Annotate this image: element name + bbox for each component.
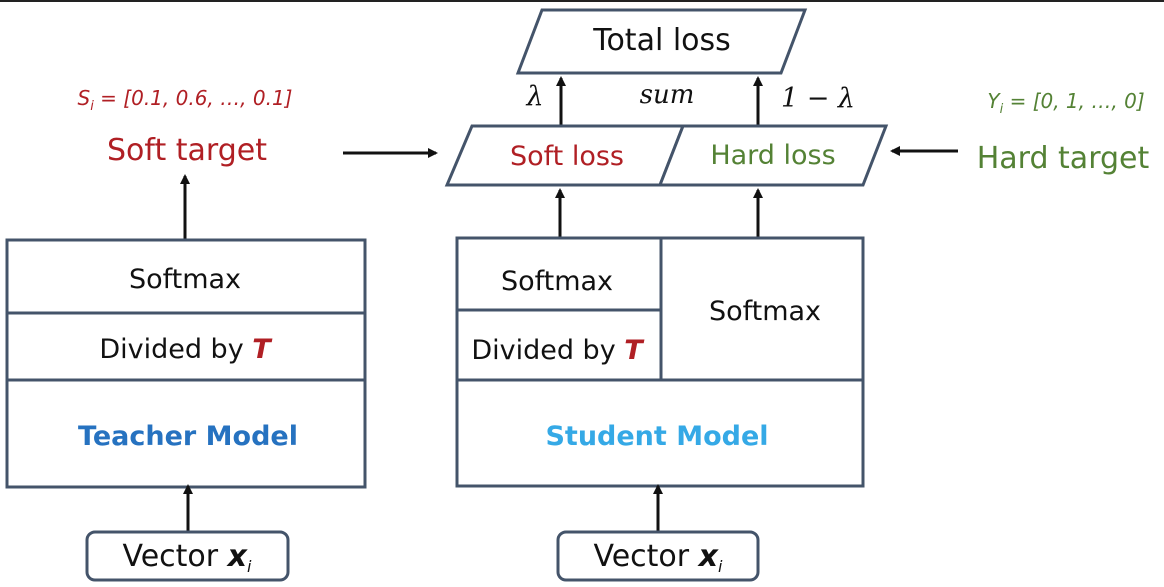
hard-loss-label: Hard loss <box>710 140 835 171</box>
soft-target-label: Soft target <box>107 133 267 168</box>
teacher-divide-box <box>5 311 367 382</box>
student-softmax-left-label: Softmax <box>501 266 613 297</box>
total-loss-box <box>515 8 808 75</box>
hard-target-formula: Yi = [0, 1, …, 0] <box>987 89 1144 117</box>
student-model-box <box>455 378 865 488</box>
student-input-box <box>556 530 760 582</box>
soft-target-formula: Si = [0.1, 0.6, …, 0.1] <box>78 86 293 114</box>
lambda-label: λ <box>525 81 543 112</box>
student-divide-label: Divided by T <box>471 335 645 366</box>
total-loss-label: Total loss <box>592 23 731 58</box>
sum-label: sum <box>640 80 695 110</box>
teacher-softmax-label: Softmax <box>129 264 241 295</box>
student-softmax-right-label: Softmax <box>709 296 821 327</box>
hard-target-label: Hard target <box>977 141 1150 176</box>
student-input-label: Vector xi <box>594 539 724 576</box>
one-minus-lambda-label: 1 − λ <box>781 83 855 114</box>
hard-loss-box <box>657 124 889 187</box>
soft-loss-label: Soft loss <box>510 141 624 172</box>
teacher-input-label: Vector xi <box>123 539 253 576</box>
teacher-model-label: Teacher Model <box>78 421 298 452</box>
student-model-label: Student Model <box>545 421 768 452</box>
teacher-divide-label: Divided by T <box>99 334 273 365</box>
teacher-model-box <box>5 378 367 489</box>
teacher-input-box <box>85 530 290 582</box>
